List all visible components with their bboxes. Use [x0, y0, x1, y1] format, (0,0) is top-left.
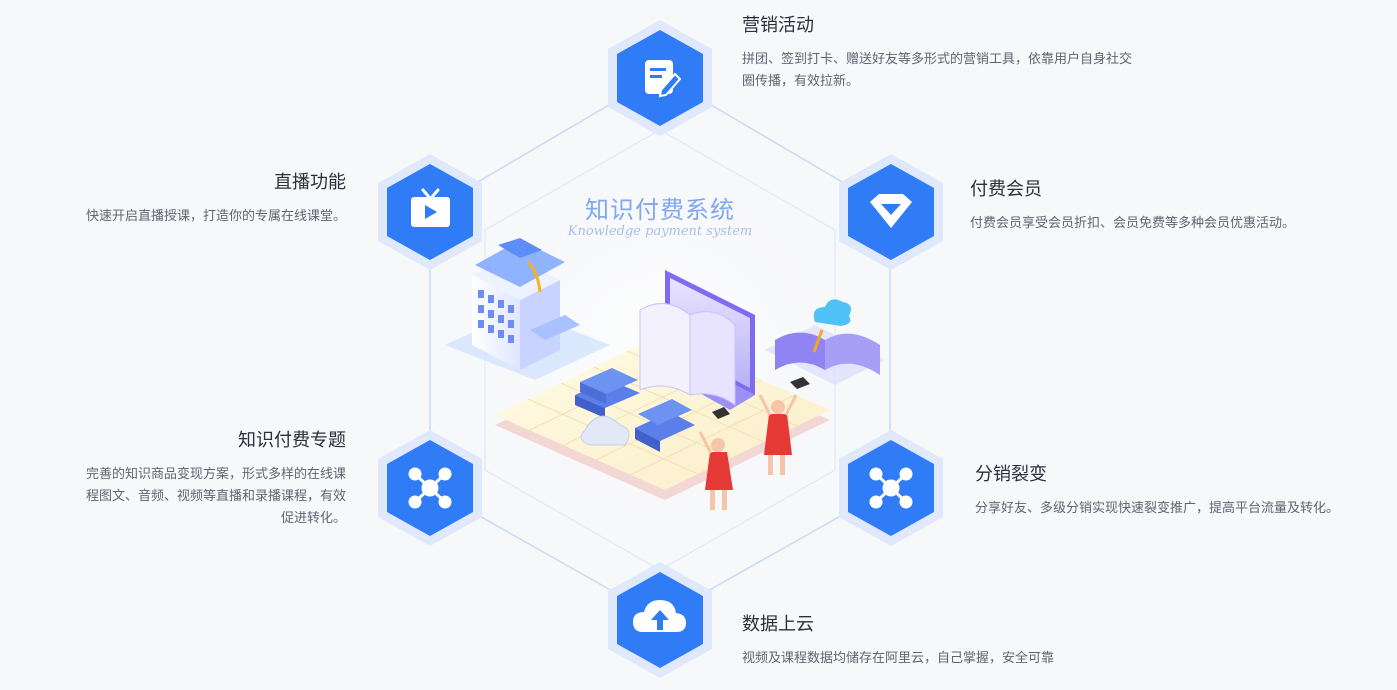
feature-membership: 付费会员 付费会员享受会员折扣、会员免费等多种会员优惠活动。 [970, 175, 1370, 235]
school-building-illustration [445, 238, 610, 380]
graduates-illustration [698, 377, 810, 510]
share-nodes-icon [869, 467, 913, 509]
feature-desc-line: 付费会员享受会员折扣、会员免费等多种会员优惠活动。 [970, 216, 1296, 231]
hex-node-topics[interactable] [375, 428, 485, 548]
laptop-illustration [639, 270, 755, 410]
network-nodes-icon [408, 467, 452, 509]
feature-desc-line: 快速开启直播授课，打造你的专属在线课堂。 [85, 209, 346, 224]
hex-node-cloud[interactable] [605, 560, 715, 680]
feature-desc-line: 程图文、音频、视频等直播和录播课程，有效 [85, 489, 346, 504]
feature-desc: 分享好友、多级分销实现快速裂变推广，提高平台流量及转化。 [975, 498, 1385, 520]
feature-marketing: 营销活动 拼团、签到打卡、赠送好友等多形式的营销工具，依靠用户自身社交 圈传播，… [742, 11, 1182, 93]
feature-live: 直播功能 快速开启直播授课，打造你的专属在线课堂。 [40, 168, 346, 228]
feature-desc-line: 完善的知识商品变现方案，形式多样的在线课 [85, 467, 346, 482]
hex-node-membership[interactable] [836, 152, 946, 272]
feature-desc: 视频及课程数据均储存在阿里云，自己掌握，安全可靠 [742, 648, 1182, 670]
cloud-upload-icon [633, 600, 686, 632]
feature-desc-line: 分享好友、多级分销实现快速裂变推广，提高平台流量及转化。 [975, 501, 1340, 516]
feature-title: 营销活动 [742, 15, 814, 36]
hex-node-live[interactable] [375, 152, 485, 272]
tv-play-icon [411, 188, 450, 227]
feature-desc-line: 圈传播，有效拉新。 [742, 74, 860, 89]
center-subtitle: Knowledge payment system [567, 224, 753, 239]
feature-title: 数据上云 [742, 614, 814, 635]
feature-desc-line: 促进转化。 [280, 511, 346, 526]
feature-title: 知识付费专题 [238, 430, 346, 451]
feature-title: 付费会员 [970, 179, 1042, 200]
feature-desc-line: 拼团、签到打卡、赠送好友等多形式的营销工具，依靠用户自身社交 [742, 52, 1133, 67]
diamond-icon [870, 194, 912, 228]
feature-desc: 拼团、签到打卡、赠送好友等多形式的营销工具，依靠用户自身社交 圈传播，有效拉新。 [742, 49, 1182, 93]
feature-distribution: 分销裂变 分享好友、多级分销实现快速裂变推广，提高平台流量及转化。 [975, 460, 1385, 520]
feature-desc: 快速开启直播授课，打造你的专属在线课堂。 [40, 206, 346, 228]
feature-desc: 付费会员享受会员折扣、会员免费等多种会员优惠活动。 [970, 213, 1370, 235]
open-book-illustration [765, 299, 885, 385]
books-illustration [575, 368, 695, 452]
center-title: 知识付费系统 [585, 196, 735, 224]
feature-desc-line: 视频及课程数据均储存在阿里云，自己掌握，安全可靠 [742, 651, 1055, 666]
feature-topics: 知识付费专题 完善的知识商品变现方案，形式多样的在线课 程图文、音频、视频等直播… [40, 426, 346, 530]
feature-title: 分销裂变 [975, 464, 1047, 485]
feature-cloud: 数据上云 视频及课程数据均储存在阿里云，自己掌握，安全可靠 [742, 610, 1182, 670]
feature-desc: 完善的知识商品变现方案，形式多样的在线课 程图文、音频、视频等直播和录播课程，有… [40, 464, 346, 530]
edit-document-icon [645, 60, 682, 98]
hex-node-distribution[interactable] [836, 428, 946, 548]
feature-title: 直播功能 [274, 172, 346, 193]
hex-node-marketing[interactable] [605, 18, 715, 138]
